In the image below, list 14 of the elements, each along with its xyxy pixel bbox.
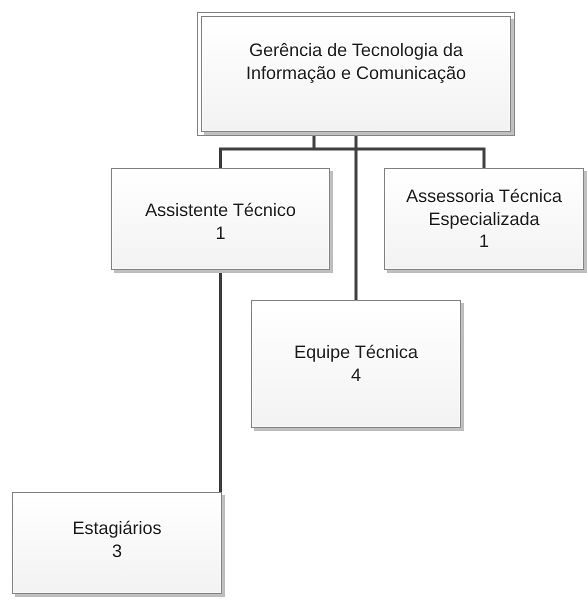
org-unit-box xyxy=(111,168,330,270)
org-unit-box xyxy=(384,168,584,270)
unit-name: Assistente Técnico xyxy=(145,199,296,222)
unit-name: Gerência de Tecnologia da Informação e Comunicação xyxy=(244,39,468,84)
unit-name: Equipe Técnica xyxy=(294,341,418,364)
org-unit-box xyxy=(12,492,222,594)
staff-count: 4 xyxy=(350,364,361,386)
unit-name: Assessoria Técnica Especializada xyxy=(405,185,563,230)
staff-count: 1 xyxy=(215,222,226,244)
staff-count: 3 xyxy=(112,540,122,562)
connector-line xyxy=(219,270,222,492)
staff-count: 1 xyxy=(478,230,489,252)
unit-name: Estagiários xyxy=(72,517,162,540)
org-unit-box xyxy=(251,300,461,428)
